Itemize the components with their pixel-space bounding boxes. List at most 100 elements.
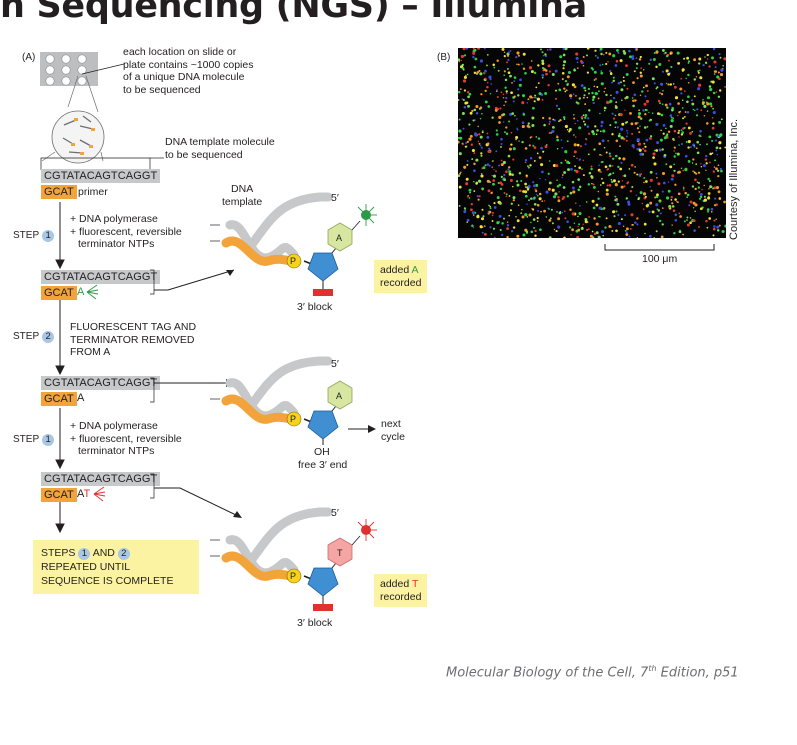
micro-dot xyxy=(695,163,698,166)
micro-dot xyxy=(660,92,664,95)
micro-dot xyxy=(508,170,512,174)
micro-dot xyxy=(566,75,570,79)
micro-dot xyxy=(556,134,558,137)
micro-dot xyxy=(499,181,503,185)
micro-dot xyxy=(716,169,720,172)
micro-dot xyxy=(524,159,528,162)
micro-dot xyxy=(620,161,623,164)
micro-dot xyxy=(473,169,476,173)
micro-dot xyxy=(481,130,484,132)
micro-dot xyxy=(477,48,481,50)
micro-dot xyxy=(597,197,600,200)
micro-dot xyxy=(503,217,505,220)
micro-dot xyxy=(699,192,703,196)
micro-dot xyxy=(637,112,642,116)
citation: Molecular Biology of the Cell, 7th Editi… xyxy=(446,664,739,681)
micro-dot xyxy=(591,176,594,179)
micro-dot xyxy=(486,81,489,84)
micro-dot xyxy=(622,76,625,79)
micro-dot xyxy=(698,197,702,200)
micro-dot xyxy=(692,158,695,161)
primer-sequence-3: GCAT xyxy=(41,392,77,406)
micro-dot xyxy=(637,142,641,146)
micro-dot xyxy=(646,109,648,111)
micro-dot xyxy=(697,181,701,185)
micro-dot xyxy=(625,197,628,200)
micro-dot xyxy=(561,72,565,75)
micro-dot xyxy=(506,235,509,238)
micro-dot xyxy=(640,173,643,176)
micro-dot xyxy=(526,203,528,205)
micro-dot xyxy=(715,218,717,221)
micro-dot xyxy=(632,104,635,108)
micro-dot xyxy=(566,128,569,131)
micro-dot xyxy=(552,195,557,199)
micro-dot xyxy=(663,52,666,55)
micro-dot xyxy=(706,208,710,211)
micro-dot xyxy=(584,114,588,117)
micro-dot xyxy=(612,210,616,214)
micro-dot xyxy=(619,167,623,171)
micro-dot xyxy=(571,228,574,232)
micro-dot xyxy=(603,90,606,93)
micro-dot xyxy=(719,133,723,137)
micro-dot xyxy=(715,186,719,190)
scale-bar-label: 100 μm xyxy=(642,253,678,265)
micro-dot xyxy=(587,228,590,231)
micro-dot xyxy=(634,99,637,102)
micro-dot xyxy=(657,209,660,212)
micro-dot xyxy=(566,83,569,86)
micro-dot xyxy=(572,93,575,95)
micro-dot xyxy=(662,132,665,135)
micro-dot xyxy=(665,127,667,130)
micro-dot xyxy=(687,146,690,149)
micro-dot xyxy=(691,185,695,188)
micro-dot xyxy=(513,80,516,83)
micro-dot xyxy=(710,207,714,211)
micro-dot xyxy=(600,52,603,56)
micro-dot xyxy=(705,162,708,165)
micro-dot xyxy=(558,107,561,110)
panel-b-label: (B) xyxy=(437,52,451,63)
micro-dot xyxy=(599,216,601,218)
oh-label: OH xyxy=(314,446,330,458)
micro-dot xyxy=(654,196,657,199)
micro-dot xyxy=(681,99,684,101)
micro-dot xyxy=(593,148,596,151)
micro-dot xyxy=(669,52,672,55)
micro-dot xyxy=(636,138,640,142)
micro-dot xyxy=(548,117,551,120)
micro-dot xyxy=(540,210,542,213)
micro-dot xyxy=(718,77,721,81)
micro-dot xyxy=(559,55,563,59)
micro-dot xyxy=(458,99,460,101)
micro-dot xyxy=(502,93,505,96)
micro-dot xyxy=(608,52,612,56)
micro-dot xyxy=(679,87,683,91)
micro-dot xyxy=(642,147,645,150)
micro-dot xyxy=(541,170,544,174)
micro-dot xyxy=(634,122,638,125)
step-1-text-2: + DNA polymerase + fluorescent, reversib… xyxy=(70,420,182,457)
micro-dot xyxy=(536,216,539,220)
micro-dot xyxy=(659,212,662,215)
micro-dot xyxy=(633,146,635,149)
micro-dot xyxy=(603,109,606,112)
primer-sequence-2: GCAT xyxy=(41,286,77,300)
micro-dot xyxy=(547,172,550,175)
micro-dot xyxy=(610,94,612,97)
micro-dot xyxy=(699,76,703,80)
micro-dot xyxy=(625,139,628,142)
micro-dot xyxy=(512,100,515,103)
micro-dot xyxy=(679,229,681,231)
step-1-text: + DNA polymerase + fluorescent, reversib… xyxy=(70,213,182,250)
micro-dot xyxy=(546,48,549,51)
template-sequence-2: CGTATACAGTCAGGT xyxy=(41,270,161,284)
micro-dot xyxy=(554,192,558,196)
micro-dot xyxy=(482,166,486,170)
micro-dot xyxy=(712,91,716,95)
micro-dot xyxy=(631,144,635,148)
micro-dot xyxy=(522,233,526,237)
micro-dot xyxy=(599,49,601,52)
micro-dot xyxy=(698,69,701,72)
